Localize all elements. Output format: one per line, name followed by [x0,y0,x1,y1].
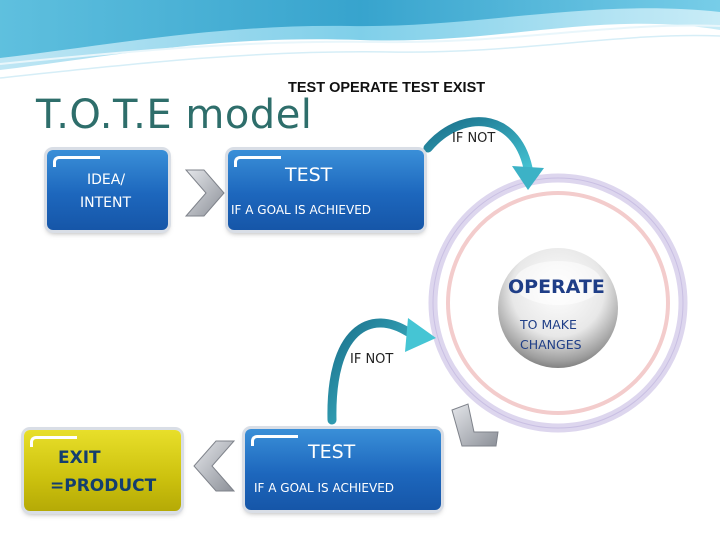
test-top-caption: IF A GOAL IS ACHIEVED [231,203,372,217]
slide-title: T.O.T.E model [36,92,313,138]
operate-rings [428,173,688,433]
box-tab-decoration [234,156,281,167]
chevron-right-icon [184,169,225,217]
operate-caption-line2: CHANGES [520,337,582,352]
box-tab-decoration [30,436,77,447]
test-box-bottom: TEST IF A GOAL IS ACHIEVED [245,429,441,510]
chevron-left-icon [193,440,236,492]
operate-caption-line1: TO MAKE [520,317,577,332]
if-not-bottom-label: IF NOT [350,352,394,367]
header-wave-decoration [0,0,720,79]
idea-intent-box: IDEA/ INTENT [47,150,168,230]
idea-label-line1: IDEA/ [87,172,126,188]
exit-label-line1: EXIT [58,448,101,468]
operate-circle [498,248,618,368]
chevron-down-icon [451,403,499,447]
exit-label-line2: =PRODUCT [50,476,157,496]
test-box-top: TEST IF A GOAL IS ACHIEVED [228,150,424,230]
box-tab-decoration [53,156,100,167]
slide-subtitle: TEST OPERATE TEST EXIST [288,80,486,96]
curved-arrow-if-not-top [423,117,544,190]
test-bottom-title: TEST [308,441,356,463]
exit-product-box: EXIT =PRODUCT [24,430,181,511]
test-bottom-caption: IF A GOAL IS ACHIEVED [254,481,395,495]
box-tab-decoration [251,435,298,446]
idea-label-line2: INTENT [80,195,132,211]
curved-arrow-if-not-bottom [327,318,436,425]
test-top-title: TEST [285,164,333,186]
operate-title: OPERATE [508,276,605,298]
if-not-top-label: IF NOT [452,131,496,146]
